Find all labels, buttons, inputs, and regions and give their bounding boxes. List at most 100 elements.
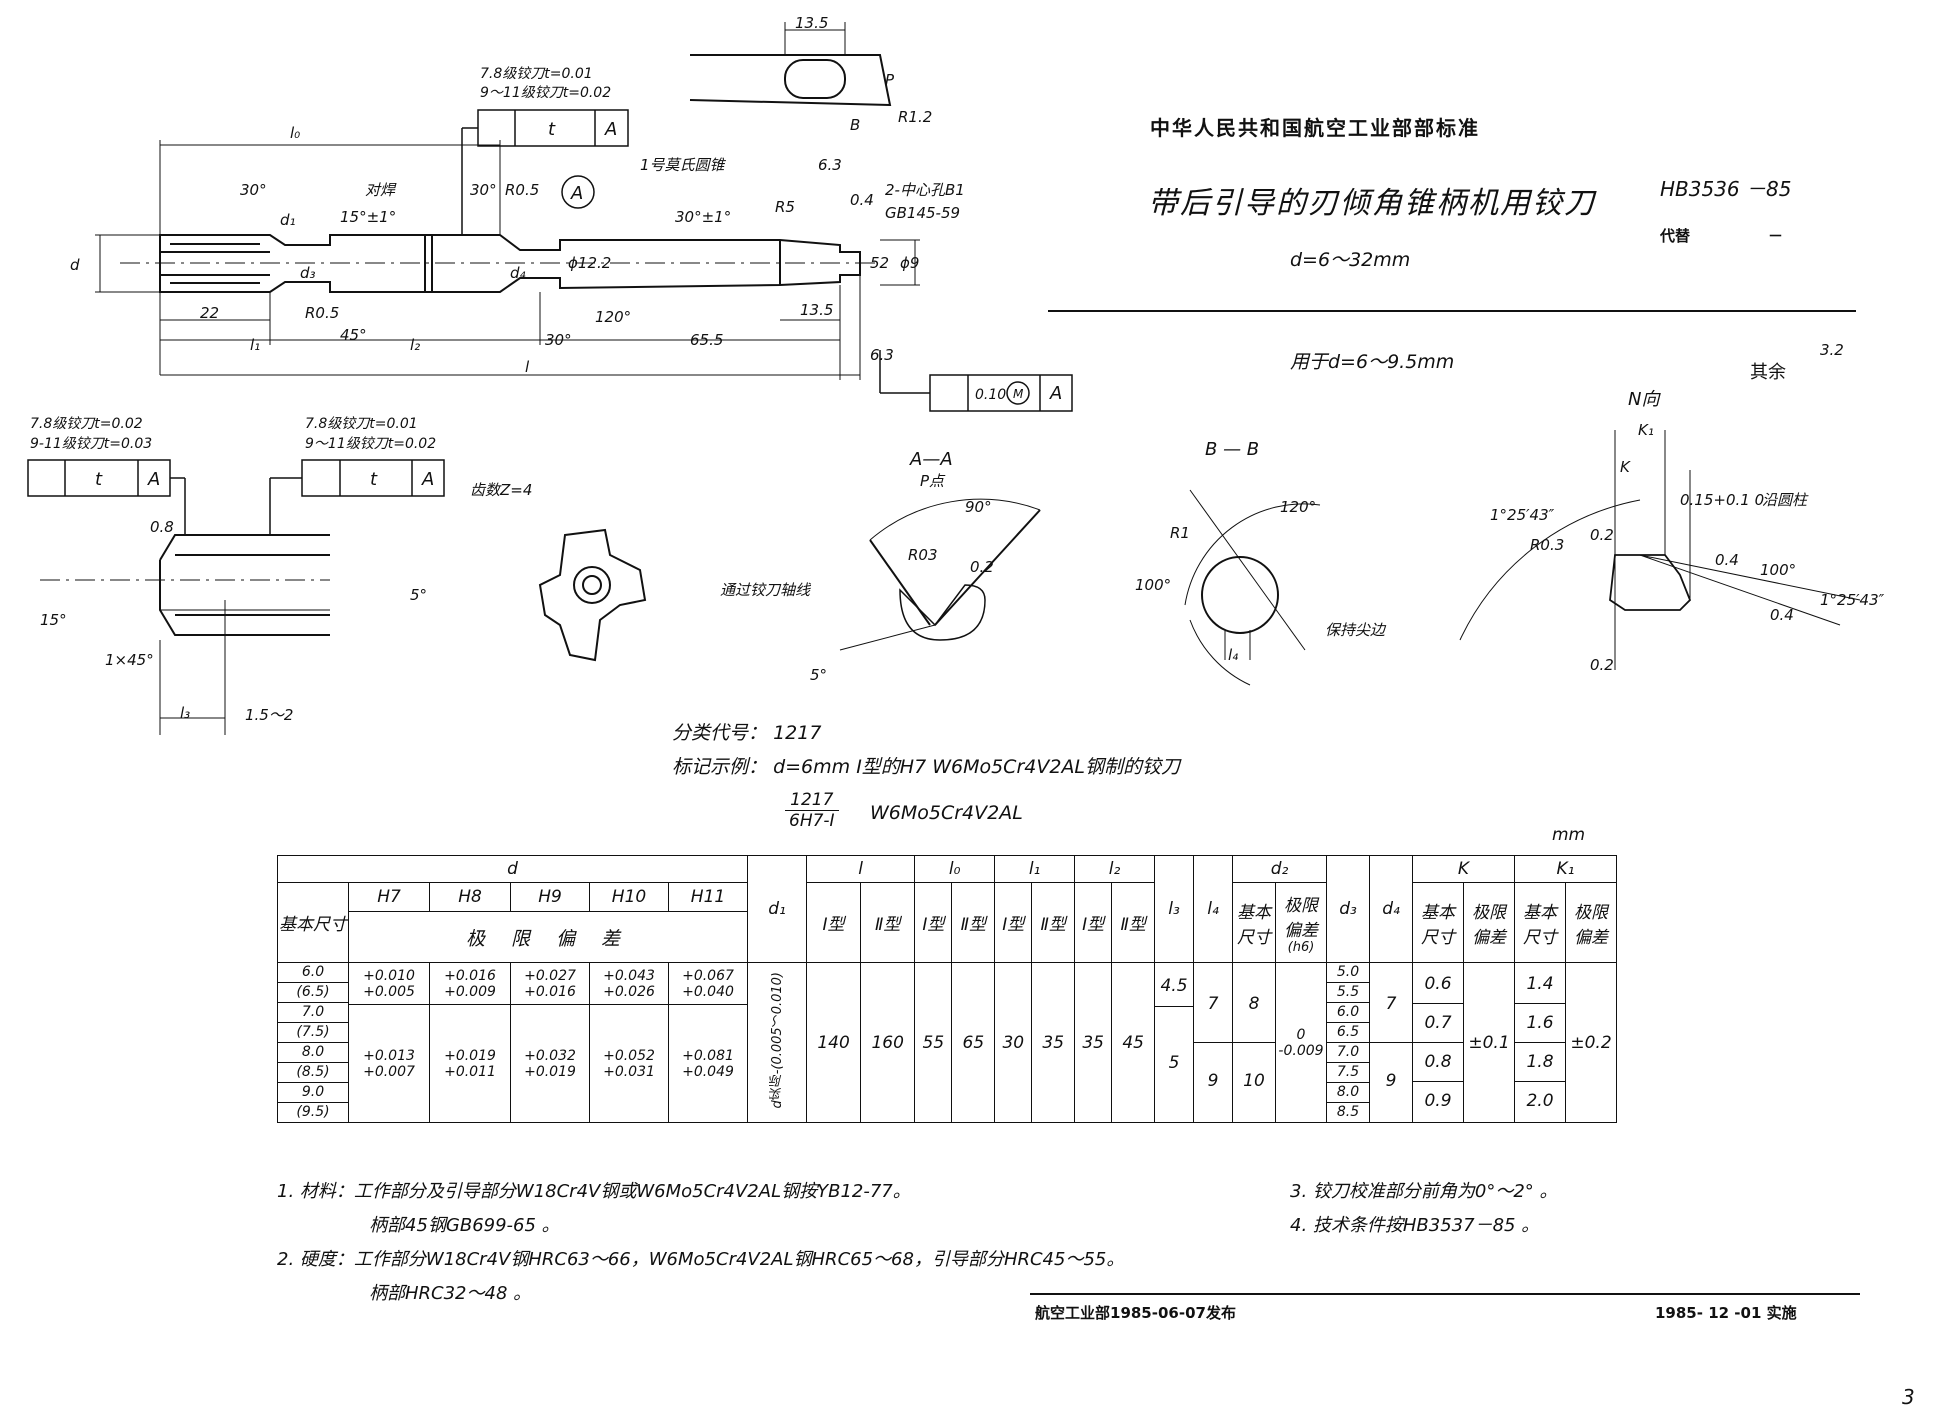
- symmetry-tolerance-frame: [879, 350, 1073, 412]
- dimension-table: d d₁ l l₀ l₁ l₂ l₃ l₄ d₂ d₃ d₄ K K₁ 基本尺寸…: [277, 855, 1617, 1123]
- header-rule: [1048, 310, 1856, 312]
- r1-2: R1.2: [898, 108, 932, 126]
- size-range: d=6～32mm: [1290, 249, 1411, 271]
- left-tolerance-frames: [27, 459, 445, 535]
- col-k1: K₁: [1514, 855, 1617, 883]
- col-l3: l₃: [1154, 855, 1194, 963]
- k1-value: 1.4: [1515, 965, 1565, 1004]
- note-4: 4. 技术条件按HB3537－85 。: [1290, 1215, 1540, 1236]
- col-k: K: [1412, 855, 1515, 883]
- basic-size: 8.0: [278, 1043, 348, 1063]
- l0-ii-value: 65: [951, 962, 996, 1123]
- note-2: 2. 硬度：工作部分W18Cr4V钢HRC63～66，W6Mo5Cr4V2AL钢…: [277, 1249, 1125, 1270]
- view-n: [1459, 430, 1861, 670]
- mid-tol-line1: 7.8级铰刀t=0.01: [305, 416, 418, 432]
- basic-size: (8.5): [278, 1063, 348, 1083]
- fraction-bottom: 6H7-Ⅰ: [789, 811, 835, 831]
- weld-label: 对焊: [365, 181, 397, 199]
- mid-tol-line2: 9～11级铰刀t=0.02: [305, 436, 436, 452]
- sym-tol-mod: M: [1013, 387, 1024, 401]
- d4-col: 7 9: [1369, 962, 1413, 1123]
- tang-detail: [689, 22, 892, 107]
- through-axis-label: 通过铰刀轴线: [720, 581, 812, 599]
- d4-label: d₄: [510, 264, 526, 282]
- page-number: 3: [1902, 1385, 1915, 1409]
- h10-dev-2: +0.052 +0.031: [589, 1004, 669, 1123]
- l1-i-value: 30: [994, 962, 1033, 1123]
- replaces-label: 代替: [1660, 227, 1691, 245]
- col-d4: d₄: [1369, 855, 1413, 963]
- limit-deviation-header: 极 限 偏 差: [348, 911, 748, 963]
- col-d: d: [277, 855, 748, 883]
- h9-header: H9: [510, 882, 590, 912]
- tooth-cross-section: [538, 528, 647, 662]
- rough-0-4-c: 0.4: [850, 191, 874, 209]
- notes-left: 1. 材料：工作部分及引导部分W18Cr4V钢或W6Mo5Cr4V2AL钢按YB…: [277, 1175, 1257, 1311]
- d3-value: 8.0: [1327, 1083, 1369, 1103]
- view-n-title: N向: [1628, 389, 1661, 410]
- k-value: 0.8: [1413, 1043, 1463, 1082]
- d3-value: 5.0: [1327, 963, 1369, 983]
- d2-limit-header: 极限偏差 (h6): [1275, 882, 1327, 963]
- d1-value: d实际-(0.005～0.010): [769, 971, 785, 1109]
- l1-ii-value: 35: [1031, 962, 1076, 1123]
- rough-0-4-d: 0.4: [1715, 551, 1739, 569]
- center-hole-2: GB145-59: [885, 204, 960, 222]
- l-label: l: [525, 358, 530, 376]
- dimension-lines: [95, 140, 920, 380]
- angle-15: 15°: [40, 611, 67, 629]
- section-aa-title: A—A: [909, 449, 953, 470]
- d3-label: d₃: [300, 264, 316, 282]
- angle-120-a: 120°: [1280, 498, 1316, 516]
- col-d2: d₂: [1232, 855, 1327, 883]
- d1-cell: d实际-(0.005～0.010): [747, 962, 807, 1123]
- col-l1: l₁: [994, 855, 1076, 883]
- roughness-value: 3.2: [1820, 341, 1844, 359]
- l1-type2: Ⅱ型: [1031, 882, 1076, 963]
- angle-15-1: 100°: [1760, 561, 1796, 579]
- l4-value: 9: [1207, 1071, 1219, 1091]
- d2-basic-header: 基本尺寸: [1232, 882, 1276, 963]
- d2-h6: (h6): [1287, 939, 1315, 955]
- rough-0-4-a: 15°±1°: [340, 208, 396, 226]
- k-label: K: [1620, 458, 1631, 476]
- roughness-rest-label: 其余: [1750, 362, 1786, 383]
- top-tol-t: t: [548, 119, 556, 140]
- standard-number: HB3536 －85: [1660, 177, 1792, 201]
- k-deviation: ±0.1: [1463, 962, 1515, 1123]
- reamer-side-view: [120, 234, 880, 293]
- chamfer-1x45: 1×45°: [105, 651, 154, 669]
- issuer-date: 航空工业部1985-06-07发布: [1035, 1304, 1236, 1322]
- marking-fraction: 1217 6H7-Ⅰ: [785, 790, 839, 831]
- h7-dev-1: +0.010 +0.005: [348, 961, 430, 1006]
- l3-col: 4.5 5: [1154, 962, 1194, 1123]
- k1-value: 2.0: [1526, 1091, 1554, 1111]
- rough-6-3-a: 6.3: [870, 346, 894, 364]
- d3-value: 7.0: [1327, 1043, 1369, 1063]
- classification-label: 分类代号：: [672, 722, 768, 744]
- l1-type1: Ⅰ型: [994, 882, 1033, 963]
- h9-dev-2: +0.032 +0.019: [510, 1004, 590, 1123]
- d3-value: 6.0: [1327, 1003, 1369, 1023]
- l2-label: l₂: [410, 336, 420, 354]
- section-aa-sub: P点: [920, 472, 946, 490]
- dim-1-5-2: 1.5～2: [245, 706, 293, 724]
- k-value: 0.9: [1424, 1091, 1452, 1111]
- d2-deviation: 0 -0.009: [1275, 962, 1327, 1123]
- dim-22: 22: [200, 304, 219, 322]
- d2-col: 8 10: [1232, 962, 1276, 1123]
- effective-date: 1985- 12 -01 实施: [1655, 1304, 1797, 1322]
- h10-header: H10: [589, 882, 669, 912]
- r05-top: R0.5: [505, 181, 539, 199]
- l0-label: l₀: [290, 124, 300, 142]
- note-2b: 柄部HRC32～48 。: [369, 1283, 532, 1304]
- marking-example-text: d=6mm Ⅰ型的H7 W6Mo5Cr4V2AL钢制的铰刀: [773, 756, 1181, 778]
- taper-angle: 120°: [595, 308, 631, 326]
- k1-value: 1.6: [1515, 1004, 1565, 1043]
- l-i-value: 140: [805, 962, 862, 1123]
- document-title: 带后引导的刃倾角锥柄机用铰刀: [1148, 186, 1596, 221]
- col-l2: l₂: [1074, 855, 1155, 883]
- d3-col: 5.0 5.5 6.0 6.5 7.0 7.5 8.0 8.5: [1326, 962, 1370, 1123]
- col-d3: d₃: [1326, 855, 1370, 963]
- rough-0-2-c: 0.2: [1590, 656, 1614, 674]
